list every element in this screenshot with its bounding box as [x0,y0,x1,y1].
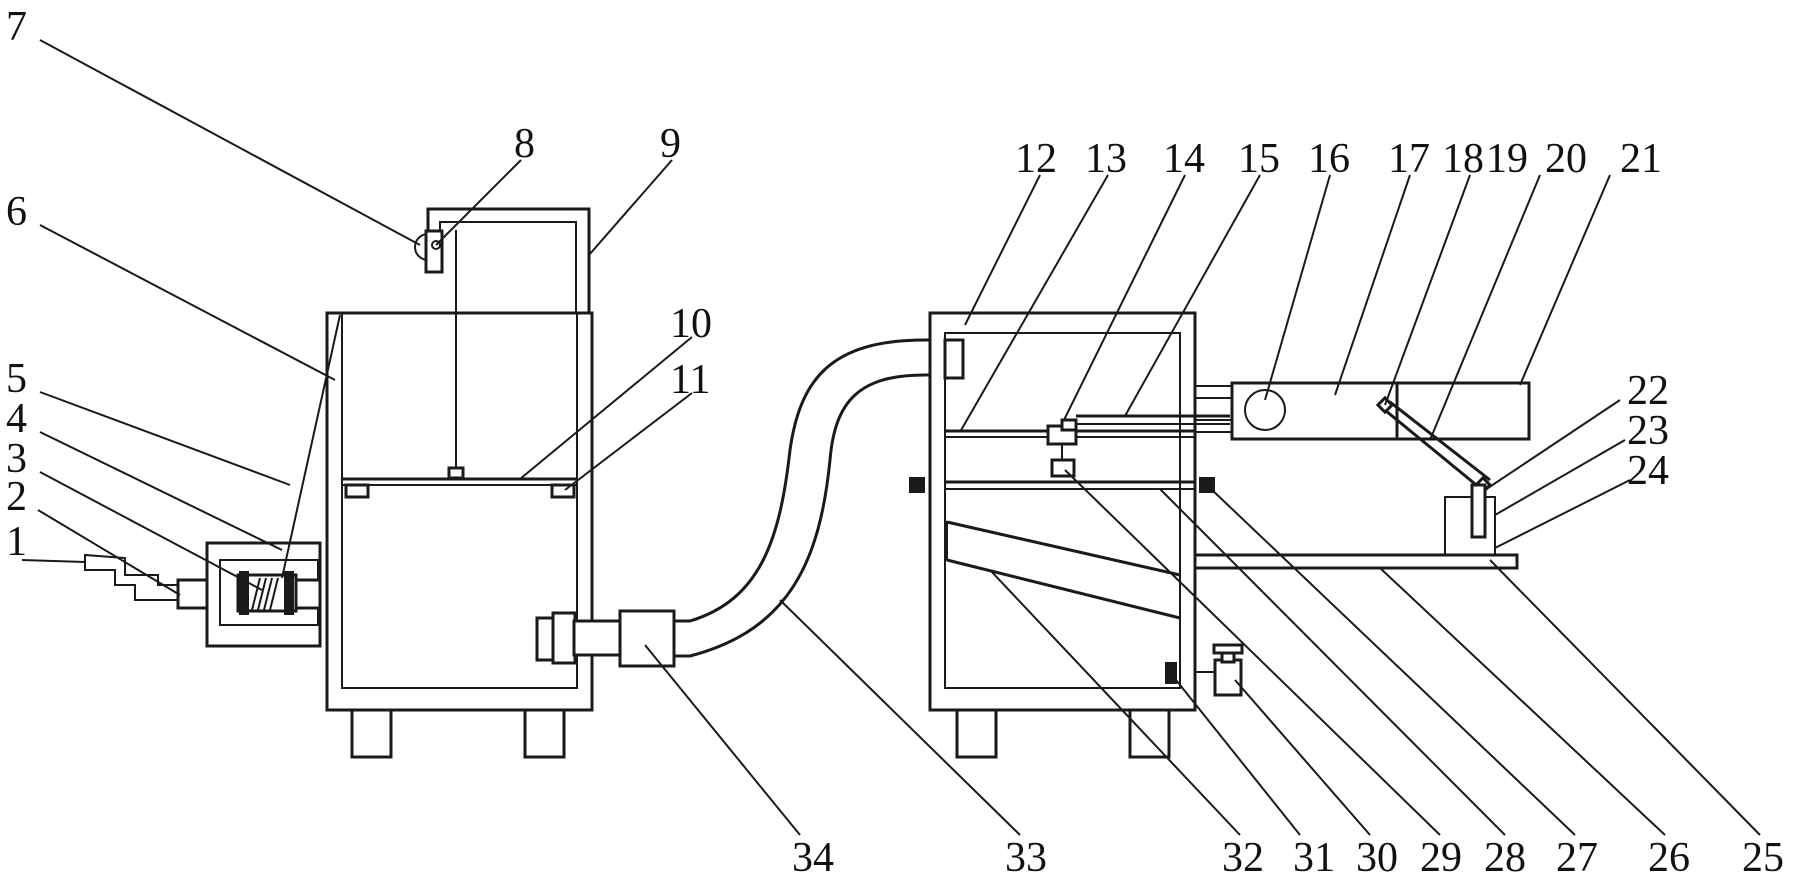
support-platform [1193,553,1519,570]
inlet-pipe [84,553,179,601]
callout-23: 23 [1627,408,1669,454]
callout-10: 10 [670,301,712,347]
motor-mount-bottom [1194,419,1236,433]
drain-valve-seat [1165,662,1177,684]
callout-16: 16 [1308,136,1350,182]
left-tank-outlet [551,611,577,665]
seal-left [909,477,925,493]
right-tank-inlet [943,338,965,380]
callout-7: 7 [6,4,27,50]
drain-valve-handle [1212,643,1244,655]
pump-flange-left [239,571,249,615]
plate-bracket-left [344,483,370,499]
right-tank-inner [944,332,1181,689]
pump-outlet [294,578,322,610]
callout-32: 32 [1222,835,1264,881]
left-tank-leg-2 [523,708,566,759]
callout-30: 30 [1356,835,1398,881]
left-tank-assembly [84,207,626,759]
right-tank-body [928,311,1197,712]
callout-21: 21 [1620,136,1662,182]
slider-foot [1050,458,1076,478]
collection-slot [1470,483,1487,539]
callout-labels: 1 2 3 4 5 6 7 8 9 10 11 12 13 14 15 16 1… [6,4,1784,881]
callout-5: 5 [6,356,27,402]
callout-14: 14 [1163,136,1205,182]
left-tank-inner [341,312,578,689]
pulley-block [424,229,444,274]
top-frame [426,207,591,313]
motor-wheel [1244,389,1286,431]
callout-11: 11 [670,357,710,403]
motor-mount-top [1194,385,1236,399]
callout-34: 34 [792,835,834,881]
callout-15: 15 [1238,136,1280,182]
callout-17: 17 [1388,136,1430,182]
callout-27: 27 [1556,835,1598,881]
callout-22: 22 [1627,368,1669,414]
leader-lines [21,39,1761,836]
right-tank-assembly [909,311,1531,759]
callout-4: 4 [6,396,27,442]
callout-9: 9 [660,121,681,167]
callout-24: 24 [1627,448,1669,494]
callout-1: 1 [6,519,27,565]
gearbox [1395,381,1531,441]
callout-3: 3 [6,436,27,482]
right-tank-leg-1 [955,708,998,759]
drain-valve-body [1213,658,1243,697]
callout-25: 25 [1742,835,1784,881]
left-tank-leg-1 [350,708,393,759]
pump-coil [251,577,279,611]
hose-coupling [618,609,676,668]
callout-6: 6 [6,189,27,235]
connecting-hose [618,338,940,668]
callout-13: 13 [1085,136,1127,182]
hose-upper-wall [674,338,940,623]
callout-26: 26 [1648,835,1690,881]
pulley-axle [431,240,441,250]
callout-19: 19 [1486,136,1528,182]
swing-arm [1379,400,1491,490]
pump-flange-right [284,571,294,615]
collection-box [1444,496,1496,556]
hose-lower-wall [674,373,940,658]
callout-18: 18 [1442,136,1484,182]
callout-20: 20 [1545,136,1587,182]
callout-31: 31 [1293,835,1335,881]
callout-33: 33 [1005,835,1047,881]
right-tank-leg-2 [1128,708,1171,759]
callout-8: 8 [514,121,535,167]
pipe-connector [176,578,210,610]
callout-2: 2 [6,474,27,520]
lift-rod-foot [447,466,465,480]
callout-12: 12 [1015,136,1057,182]
callout-29: 29 [1420,835,1462,881]
callout-28: 28 [1484,835,1526,881]
